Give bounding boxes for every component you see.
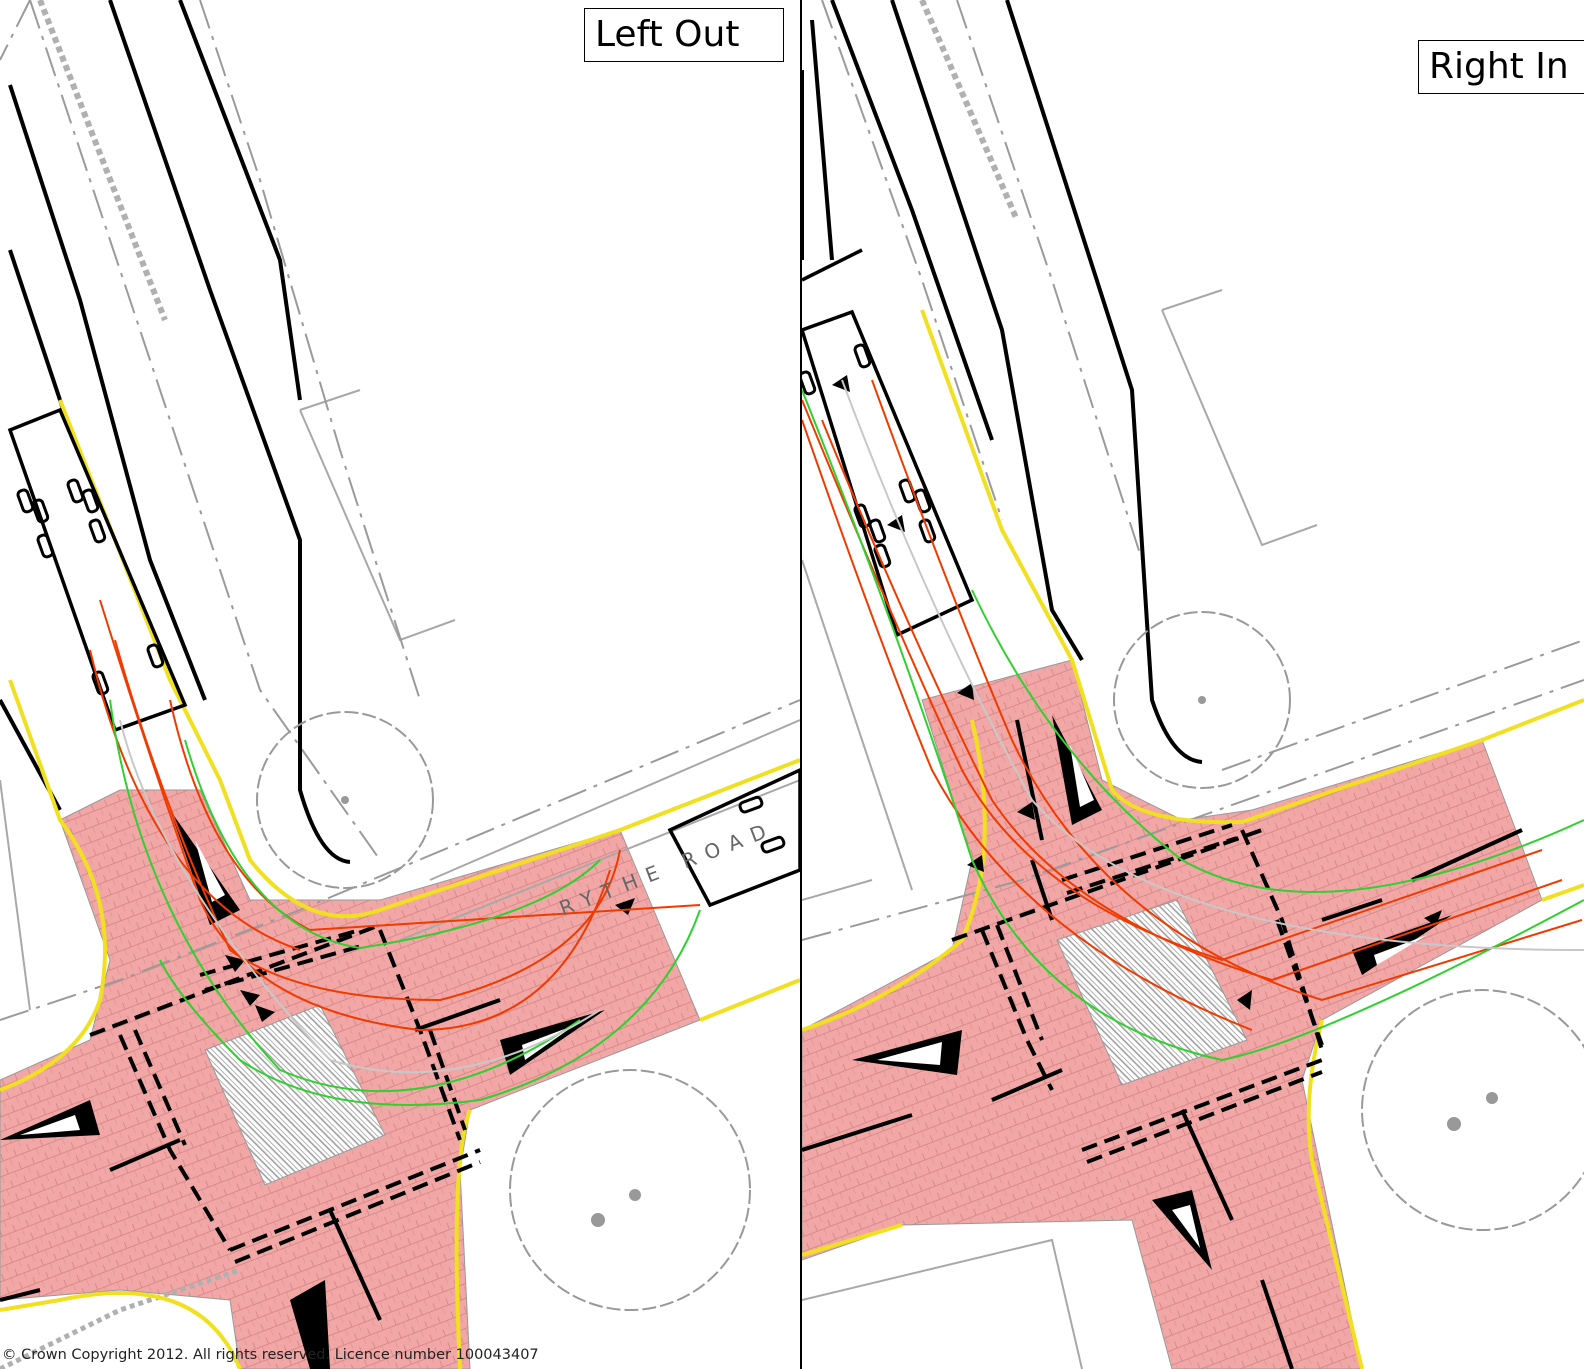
bus-stop-box xyxy=(7,407,800,908)
direction-arrow-icon xyxy=(225,898,635,1022)
swept-paths xyxy=(89,599,701,1106)
right-in-label: Right In xyxy=(1418,40,1584,94)
tree-canopy-icon xyxy=(1113,611,1584,1231)
panel-divider xyxy=(800,0,802,1369)
right-junction-drawing xyxy=(802,0,1584,1369)
left-out-panel: Left Out RYTHE ROAD © Crown Copyright 20… xyxy=(0,0,800,1369)
copyright-text: © Crown Copyright 2012. All rights reser… xyxy=(2,1347,539,1363)
left-out-label: Left Out xyxy=(584,8,784,62)
left-junction-drawing xyxy=(0,0,800,1369)
hatched-box xyxy=(204,1004,386,1186)
right-in-panel: Right In xyxy=(802,0,1584,1369)
kerb-lines xyxy=(0,0,351,864)
tree-canopy-icon xyxy=(256,711,751,1311)
